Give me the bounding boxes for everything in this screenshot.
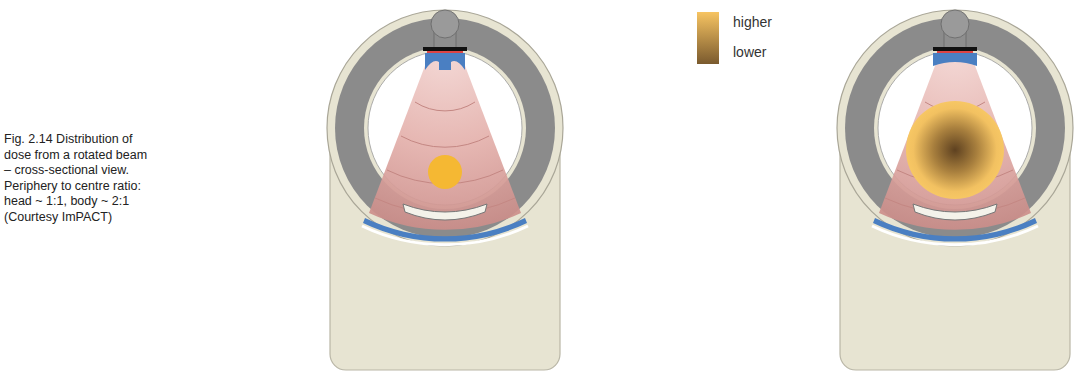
legend-label: lower xyxy=(733,44,766,60)
legend-swatch xyxy=(697,38,719,64)
legend-label: higher xyxy=(733,14,772,30)
figure-caption: Fig. 2.14 Distribution of dose from a ro… xyxy=(4,132,156,225)
legend-swatch xyxy=(697,12,719,38)
